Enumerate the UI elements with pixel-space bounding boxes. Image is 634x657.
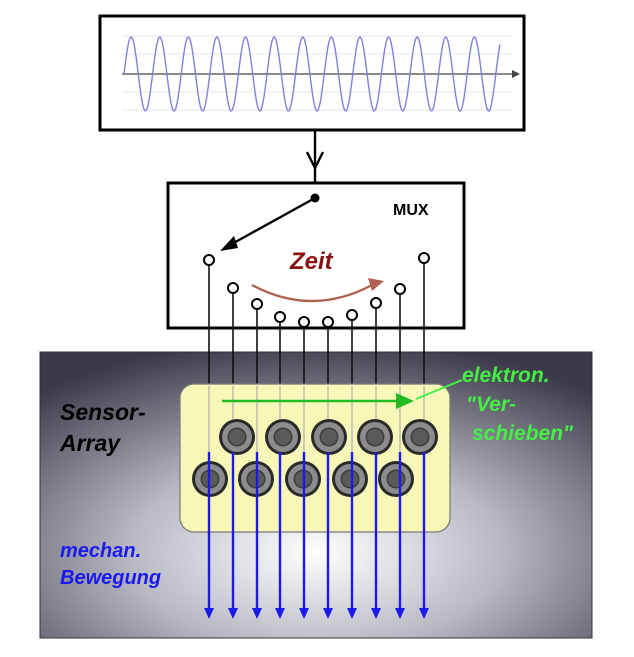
mux-label: MUX [393,202,429,219]
mux-terminal-icon [418,252,430,264]
time-label: Zeit [289,248,334,275]
movement-arrowhead [347,608,357,619]
sensor-element-icon [378,461,414,497]
movement-arrowhead [228,608,238,619]
signal-grid [122,35,512,111]
movement-arrowhead [299,608,309,619]
movement-arrowhead [323,608,333,619]
mux-terminals [203,252,430,328]
mux-box [166,181,466,330]
sensor-element-icon [357,419,393,455]
movement-arrowhead [275,608,285,619]
electronic-shift-label-line1: elektron. [462,364,550,387]
mux-terminal-icon [370,297,382,309]
elektron-pointer [415,379,463,400]
movement-arrows [204,452,429,619]
shift-arrow [222,393,414,409]
movement-arrowhead [371,608,381,619]
sensor-element-icon [311,419,347,455]
sensor-pad [179,383,451,533]
mux-terminal-icon [298,316,310,328]
electronic-shift-label-line3: schieben" [472,422,574,445]
mechanical-motion-label-line2: Bewegung [60,567,161,589]
mux-terminal-icon [227,282,239,294]
mux-terminal-icon [394,283,406,295]
time-arrow [251,278,384,303]
mux-terminal-icon [322,316,334,328]
mux-terminal-icon [203,254,215,266]
sensor-element-icon [332,461,368,497]
movement-arrowhead [204,608,214,619]
sine-wave [123,36,501,112]
movement-arrowhead [419,608,429,619]
sensor-element-icon [402,419,438,455]
mux-switch-icon [220,193,320,251]
movement-arrowhead [395,608,405,619]
mux-terminal-icon [346,309,358,321]
sensor-array-label-line1: Sensor- [60,399,146,425]
signal-to-mux-arrow [305,151,325,171]
mux-terminal-icon [251,298,263,310]
electronic-shift-label-line2: "Ver- [466,393,516,416]
signal-axis-arrow [512,70,520,78]
mux-terminal-icon [274,311,286,323]
signal-box [98,14,526,132]
sensor-array-label-line2: Array [59,430,121,456]
sensor-element-icon [219,419,255,455]
sensor-element-icon [265,419,301,455]
mechanical-motion-label-line1: mechan. [60,540,141,562]
movement-arrowhead [252,608,262,619]
